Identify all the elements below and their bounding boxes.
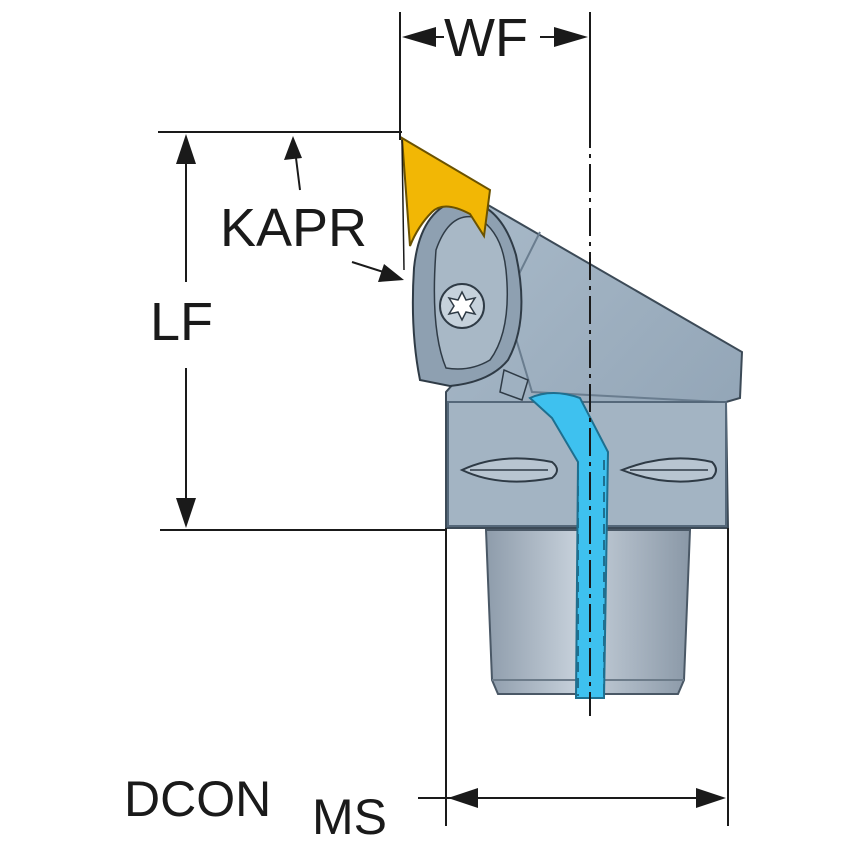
dcon-subscript: MS (312, 789, 387, 845)
wf-arrow-left (402, 27, 436, 47)
kapr-arrow-top (284, 136, 302, 160)
coolant-channel (528, 392, 610, 699)
arrowheads (176, 27, 726, 808)
slot-left (459, 457, 558, 483)
lf-label: LF (150, 292, 213, 352)
lf-arrow-top (176, 134, 196, 164)
slot-right (619, 457, 717, 483)
wf-label: WF (444, 8, 528, 68)
insert (400, 136, 492, 247)
torx-screw-icon (439, 283, 485, 329)
kapr-label: KAPR (220, 198, 367, 258)
kapr-arrow-bottom (378, 264, 404, 282)
wf-arrow-right (554, 27, 588, 47)
lf-arrow-bottom (176, 498, 196, 528)
dcon-arrow-right (696, 788, 726, 808)
dcon-label: DCON (124, 771, 271, 827)
dcon-arrow-left (448, 788, 478, 808)
